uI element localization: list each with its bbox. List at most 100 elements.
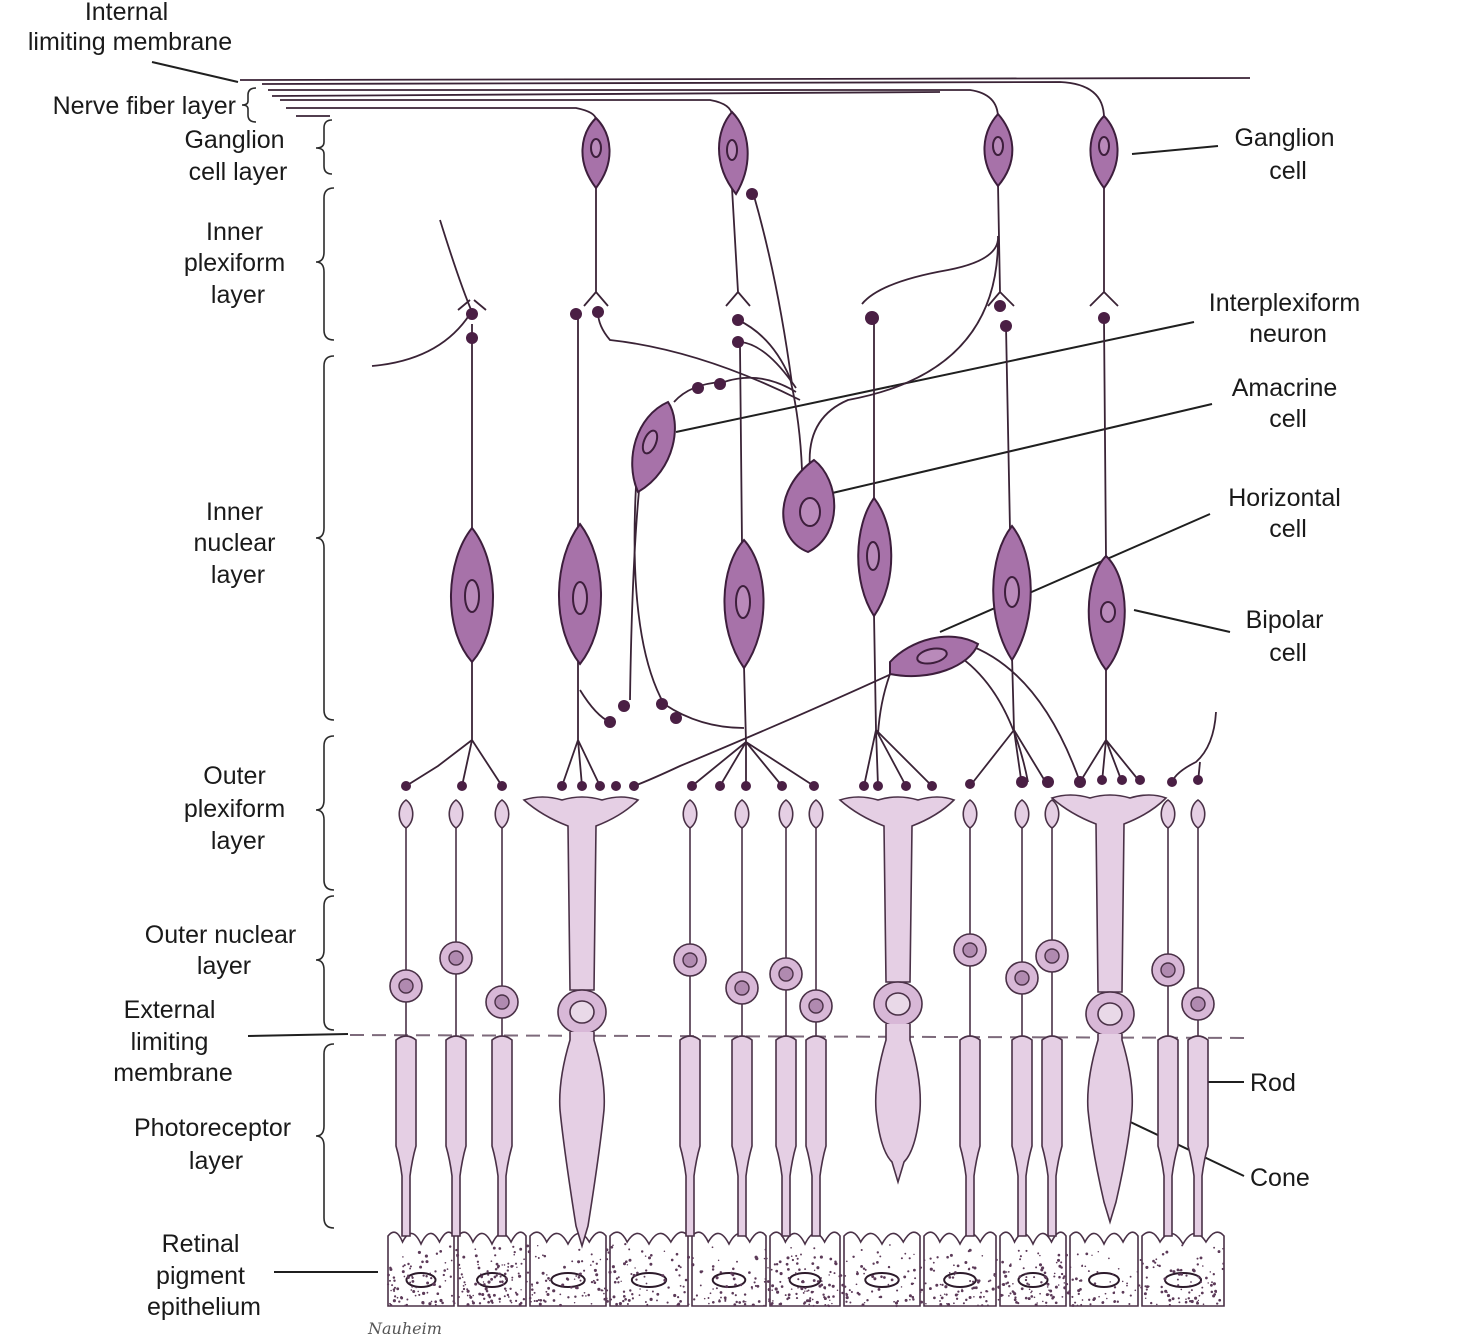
pigment-granule <box>1081 1299 1084 1301</box>
pigment-granule <box>506 1293 510 1297</box>
pigment-granule <box>780 1285 784 1288</box>
pigment-granule <box>712 1288 714 1290</box>
pigment-granule <box>574 1286 579 1290</box>
horizontal-process <box>955 653 1029 783</box>
pigment-granule <box>715 1276 719 1280</box>
pigment-granule <box>387 1273 390 1277</box>
rpe-cell-nucleus <box>943 1272 977 1288</box>
rod-nucleus <box>398 978 414 994</box>
pigment-granule <box>535 1299 539 1303</box>
pigment-granule <box>900 1257 903 1260</box>
bipolar-process <box>405 324 503 787</box>
pigment-granule <box>487 1300 490 1304</box>
pigment-granule <box>1209 1283 1213 1287</box>
pigment-granule <box>1051 1296 1054 1300</box>
right-labels: Ganglion cell Interplexiform neuron Amac… <box>1209 124 1360 1192</box>
synapse <box>570 308 582 320</box>
dendrite <box>1089 184 1119 307</box>
pigment-granule <box>404 1304 407 1307</box>
pigment-granule <box>615 1277 619 1280</box>
pigment-granule <box>537 1299 540 1301</box>
pigment-granule <box>1190 1281 1192 1283</box>
label-inner-nuclear-layer: Inner nuclear layer <box>194 498 283 589</box>
pigment-granule <box>1198 1277 1201 1280</box>
pigment-granule <box>499 1275 502 1278</box>
pigment-granule <box>1089 1303 1092 1306</box>
synapse <box>1000 320 1012 332</box>
bipolar-process <box>579 689 611 723</box>
pigment-granule <box>547 1286 551 1290</box>
pigment-granule <box>492 1293 496 1297</box>
pigment-granule <box>651 1290 654 1293</box>
pigment-granule <box>622 1299 625 1303</box>
pigment-granule <box>389 1279 391 1282</box>
pigment-granule <box>537 1257 540 1259</box>
pigment-granule <box>461 1290 464 1293</box>
pigment-granule <box>1112 1291 1116 1295</box>
pigment-granule <box>979 1295 982 1299</box>
pigment-granule <box>1025 1276 1028 1279</box>
pigment-granule <box>953 1302 955 1305</box>
pigment-granule <box>1113 1286 1117 1289</box>
synapse <box>1135 775 1145 785</box>
pigment-granule <box>798 1268 801 1271</box>
pigment-granule <box>980 1291 983 1294</box>
pigment-granule <box>1043 1271 1047 1275</box>
rod-segment <box>491 1035 513 1237</box>
pigment-granule <box>1013 1292 1017 1296</box>
pigment-granule <box>503 1264 506 1266</box>
synapse <box>1117 775 1127 785</box>
synapse <box>1016 776 1028 788</box>
pigment-granule <box>767 1288 771 1292</box>
pigment-granule <box>1071 1295 1074 1298</box>
pigment-granule <box>743 1293 747 1296</box>
synapse <box>656 698 668 710</box>
synapse <box>873 781 883 791</box>
pigment-granule <box>691 1263 695 1267</box>
pigment-granule <box>1033 1296 1036 1299</box>
pigment-granule <box>541 1271 545 1275</box>
pigment-granule <box>982 1295 985 1298</box>
pigment-granule <box>391 1284 394 1287</box>
pigment-granule <box>764 1278 766 1280</box>
pigment-granule <box>940 1296 944 1300</box>
pigment-granule <box>856 1291 860 1295</box>
pigment-granule <box>1121 1280 1124 1283</box>
pigment-granule <box>923 1259 926 1262</box>
pigment-granule <box>687 1255 690 1259</box>
pigment-granule <box>682 1285 685 1288</box>
pigment-granule <box>1063 1282 1066 1284</box>
pigment-granule <box>845 1300 848 1303</box>
pigment-granule <box>844 1285 847 1288</box>
cone-nucleus <box>1097 1002 1123 1026</box>
pigment-granule <box>393 1295 397 1298</box>
pigment-granule <box>468 1294 471 1297</box>
pigment-granule <box>415 1286 418 1289</box>
pigment-granule <box>889 1244 891 1246</box>
amacrine-process <box>597 311 801 401</box>
synapse <box>466 332 478 344</box>
rpe-cell-nucleus <box>864 1272 900 1288</box>
rod-spherule <box>682 799 698 829</box>
pigment-granule <box>1139 1258 1142 1262</box>
pigment-granule <box>1015 1301 1018 1304</box>
pigment-granule <box>483 1297 486 1301</box>
pigment-granule <box>578 1273 581 1276</box>
pigment-granule <box>820 1280 823 1282</box>
pigment-granule <box>956 1264 960 1268</box>
pigment-granule <box>1210 1290 1214 1294</box>
pigment-granule <box>829 1270 832 1274</box>
rpe-cell <box>457 1231 527 1307</box>
signature: Nauheim <box>367 1319 442 1338</box>
pigment-granule <box>1112 1273 1114 1275</box>
pigment-granule <box>422 1274 425 1277</box>
pigment-granule <box>973 1296 975 1298</box>
synapse <box>994 300 1006 312</box>
pigment-granule <box>871 1275 875 1278</box>
pigment-granule <box>1040 1268 1044 1272</box>
pigment-granule <box>443 1269 446 1272</box>
synapse <box>1167 777 1177 787</box>
pigment-granule <box>516 1266 518 1269</box>
pigment-granule <box>711 1265 715 1268</box>
pigment-granule <box>638 1294 641 1296</box>
